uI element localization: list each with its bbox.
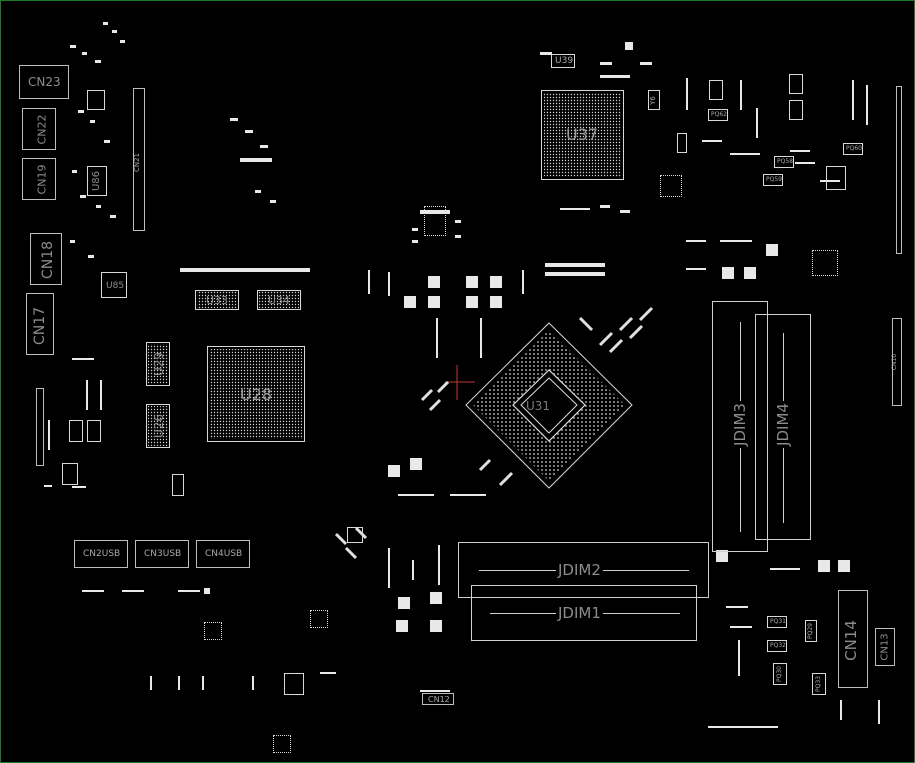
package-square xyxy=(677,133,687,153)
part-label: PQ30 xyxy=(775,666,783,682)
package-square xyxy=(172,474,184,496)
connector-label: CN17 xyxy=(32,306,49,346)
connector-cn21: CN21 xyxy=(133,88,145,231)
connector-label: CN18 xyxy=(40,240,57,280)
chip-label: U28 xyxy=(240,385,273,404)
part-pq33: PQ33 xyxy=(812,673,826,695)
package-square xyxy=(87,90,105,110)
dimm-slot-jdim1: JDIM1 xyxy=(471,585,697,641)
connector-label: CN12 xyxy=(428,695,450,704)
chip-u85: U85 xyxy=(101,272,127,298)
connector-label: CN10 xyxy=(891,353,899,371)
part-pq62: PQ62 xyxy=(708,109,728,121)
dimm-label: JDIM3 xyxy=(730,401,749,448)
part-pq59: PQ59 xyxy=(763,174,783,186)
connector-cn13: CN13 xyxy=(875,628,895,666)
part-label: PQ58 xyxy=(777,158,793,165)
part-label: PQ59 xyxy=(766,176,782,183)
package-square xyxy=(69,420,83,442)
package-square xyxy=(826,166,846,190)
connector-label: CN13 xyxy=(879,633,891,661)
chip-label: U85 xyxy=(106,281,125,291)
usb-connector-cn4: CN4USB xyxy=(196,540,250,568)
chip-u26: U26 xyxy=(146,404,170,448)
usb-label: CN3USB xyxy=(144,549,182,559)
part-pq29: PQ29 xyxy=(805,620,817,642)
passive-components xyxy=(44,22,880,728)
package-square xyxy=(789,100,803,120)
cpu-label: U31 xyxy=(526,399,551,413)
part-pq58: PQ58 xyxy=(774,156,794,168)
crystal-label: Y6 xyxy=(648,96,657,105)
chip-label: U29 xyxy=(152,351,167,377)
package-square xyxy=(812,250,838,276)
chip-u86: U86 xyxy=(87,166,107,196)
usb-connector-cn3: CN3USB xyxy=(135,540,189,568)
connector-right-edge xyxy=(896,86,902,254)
chip-label: U26 xyxy=(152,413,167,439)
chip-u29: U29 xyxy=(146,342,170,386)
part-label: PQ32 xyxy=(770,642,786,649)
part-label: PQ31 xyxy=(770,618,786,625)
connector-cn12: CN12 xyxy=(422,693,454,705)
dimm-label: JDIM2 xyxy=(556,561,603,579)
connector-cn14: CN14 xyxy=(838,590,868,688)
connector-cn23: CN23 xyxy=(19,65,69,99)
chip-label: U39 xyxy=(555,56,574,66)
usb-label: CN4USB xyxy=(205,549,243,559)
part-label: PQ29 xyxy=(806,623,814,639)
crystal-y6: Y6 xyxy=(648,90,660,110)
package-square xyxy=(347,527,363,543)
part-pq60: PQ60 xyxy=(843,143,863,155)
connector-side-strip xyxy=(36,388,44,466)
chip-u28: U28 xyxy=(207,346,305,442)
part-pq32: PQ32 xyxy=(767,640,787,652)
connector-label: CN14 xyxy=(841,620,860,661)
package-square xyxy=(709,80,723,100)
package-square xyxy=(204,622,222,640)
dimm-label: JDIM4 xyxy=(773,401,792,448)
connector-label: CN23 xyxy=(28,75,61,89)
dimm-label: JDIM1 xyxy=(556,604,603,622)
connector-cn19: CN19 xyxy=(22,158,56,200)
chip-u33: U33 xyxy=(195,290,239,310)
connector-label: CN21 xyxy=(133,152,142,173)
chip-label: U37 xyxy=(566,125,599,144)
cpu-socket-outline xyxy=(465,322,633,489)
chip-label: U86 xyxy=(91,170,103,192)
connector-label: CN22 xyxy=(35,114,49,145)
dimm-slot-jdim2: JDIM2 xyxy=(458,542,709,598)
part-label: PQ33 xyxy=(814,676,822,692)
chip-u39: U39 xyxy=(551,54,575,68)
package-square xyxy=(310,610,328,628)
connector-cn17: CN17 xyxy=(26,293,54,355)
chip-label: U34 xyxy=(268,294,291,307)
connector-label: CN19 xyxy=(35,164,49,195)
package-square xyxy=(284,673,304,695)
part-label: PQ60 xyxy=(846,145,862,152)
part-pq30: PQ30 xyxy=(773,663,787,685)
chip-u34: U34 xyxy=(257,290,301,310)
part-pq31: PQ31 xyxy=(767,616,787,628)
package-square xyxy=(424,206,446,236)
chip-u37: U37 xyxy=(541,90,624,180)
part-label: PQ62 xyxy=(711,111,727,118)
connector-cn18: CN18 xyxy=(30,233,62,285)
chip-label: U33 xyxy=(206,294,229,307)
usb-connector-cn2: CN2USB xyxy=(74,540,128,568)
dimm-slot-jdim4: JDIM4 xyxy=(755,314,811,540)
package-square xyxy=(273,735,291,753)
usb-label: CN2USB xyxy=(83,549,121,559)
connector-cn22: CN22 xyxy=(22,108,56,150)
package-square xyxy=(87,420,101,442)
package-square xyxy=(62,463,78,485)
package-square xyxy=(660,175,682,197)
connector-cn10: CN10 xyxy=(891,318,902,406)
package-square xyxy=(789,74,803,94)
dimm-slot-jdim3: JDIM3 xyxy=(712,301,768,552)
